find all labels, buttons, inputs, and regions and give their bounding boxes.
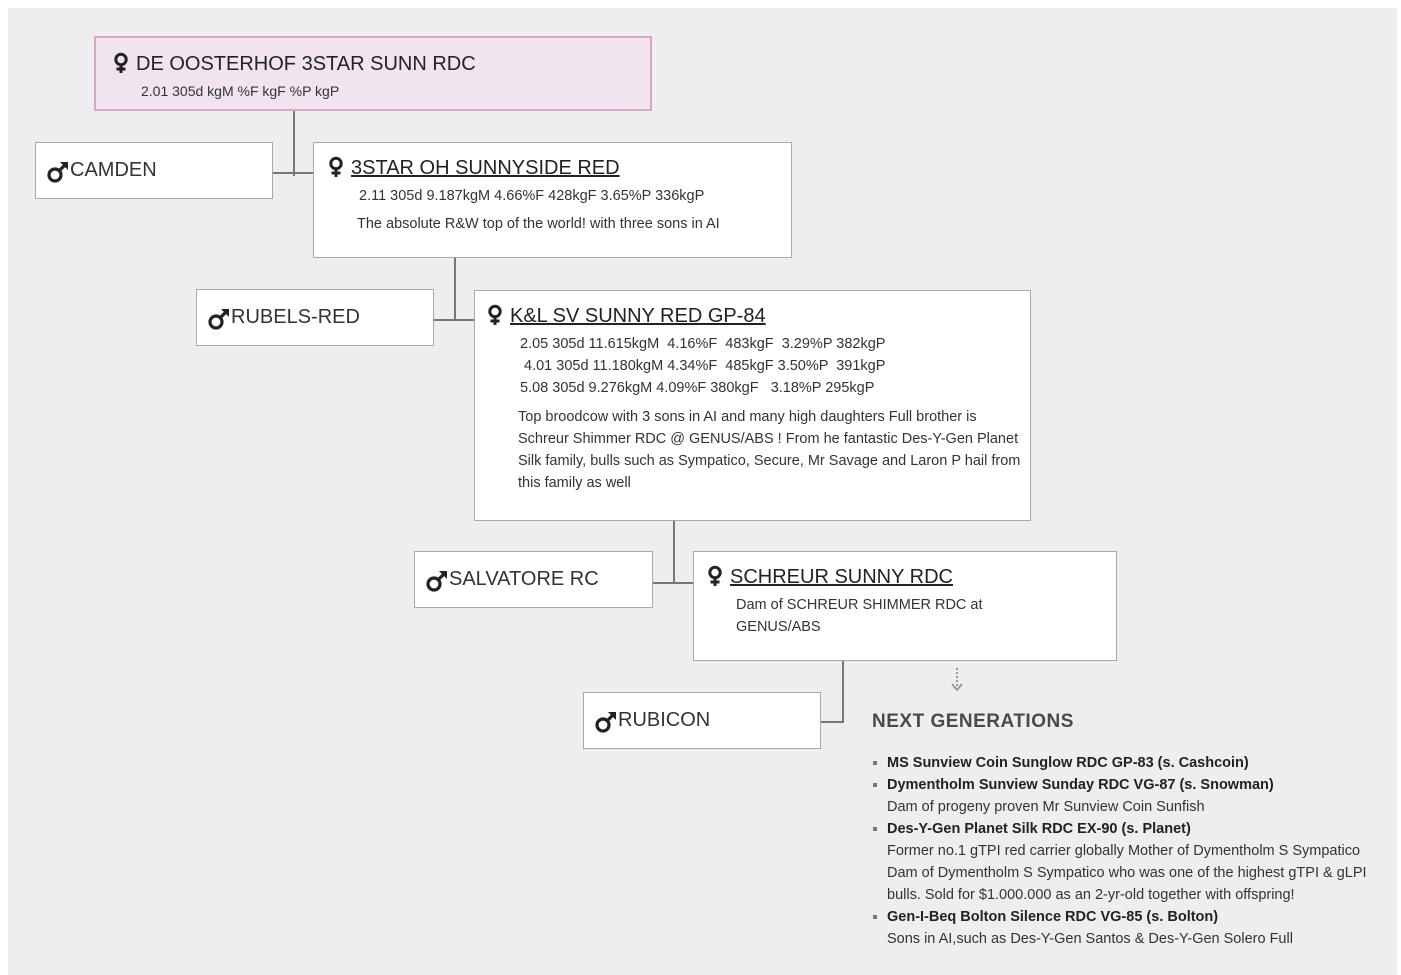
connector — [454, 258, 456, 321]
connector — [293, 110, 295, 176]
root-animal-card[interactable]: DE OOSTERHOF 3STAR SUNN RDC 2.01 305d kg… — [94, 36, 652, 111]
male-symbol-icon — [207, 307, 230, 330]
dam-stats: 2.11 305d 9.187kgM 4.66%F 428kgF 3.65%P … — [359, 188, 705, 204]
list-item: MS Sunview Coin Sunglow RDC GP-83 (s. Ca… — [872, 752, 1382, 774]
female-symbol-icon — [327, 156, 345, 178]
dam-note: Top broodcow with 3 sons in AI and many … — [518, 409, 1021, 491]
descendant-note: Former no.1 gTPI red carrier globally Mo… — [887, 843, 1367, 903]
connector — [820, 721, 844, 723]
list-item: Des-Y-Gen Planet Silk RDC EX-90 (s. Plan… — [872, 818, 1382, 906]
sire-name: RUBICON — [618, 709, 711, 731]
dam-stats-lactation-1: 2.05 305d 11.615kgM 4.16%F 483kgF 3.29%P… — [520, 336, 886, 352]
dam-card-schreur-sunny[interactable]: SCHREUR SUNNY RDC Dam of SCHREUR SHIMMER… — [693, 551, 1117, 661]
male-symbol-icon — [425, 569, 448, 592]
sire-card-rubicon[interactable]: RUBICON — [583, 692, 821, 749]
descendant-note: Dam of progeny proven Mr Sunview Coin Su… — [887, 799, 1205, 815]
dam-stats-lactation-3: 5.08 305d 9.276kgM 4.09%F 380kgF 3.18%P … — [520, 380, 875, 396]
descendant-note: Sons in AI,such as Des-Y-Gen Santos & De… — [887, 931, 1293, 947]
root-stats: 2.01 305d kgM %F kgF %P kgP — [141, 83, 340, 99]
dam-name-link[interactable]: 3STAR OH SUNNYSIDE RED — [351, 157, 620, 179]
dam-name-link[interactable]: K&L SV SUNNY RED GP-84 — [510, 305, 766, 327]
dam-note: Dam of SCHREUR SHIMMER RDC at GENUS/ABS — [736, 597, 983, 635]
connector — [272, 172, 314, 174]
sire-name: SALVATORE RC — [449, 568, 599, 590]
connector — [433, 319, 475, 321]
next-generations-list: MS Sunview Coin Sunglow RDC GP-83 (s. Ca… — [872, 752, 1382, 950]
connector — [673, 520, 675, 584]
dam-card-kl-sv-sunny-red[interactable]: K&L SV SUNNY RED GP-84 2.05 305d 11.615k… — [474, 290, 1031, 521]
female-symbol-icon — [706, 565, 724, 587]
sire-name: CAMDEN — [70, 159, 157, 181]
female-symbol-icon — [112, 52, 130, 74]
dashed-down-arrow-icon — [950, 668, 964, 699]
connector — [652, 582, 694, 584]
list-item: Gen-I-Beq Bolton Silence RDC VG-85 (s. B… — [872, 906, 1382, 950]
male-symbol-icon — [46, 160, 69, 183]
dam-note: The absolute R&W top of the world! with … — [357, 216, 720, 232]
descendant-name: MS Sunview Coin Sunglow RDC GP-83 (s. Ca… — [887, 755, 1249, 771]
list-item: Dymentholm Sunview Sunday RDC VG-87 (s. … — [872, 774, 1382, 818]
descendant-name: Dymentholm Sunview Sunday RDC VG-87 (s. … — [887, 777, 1274, 793]
sire-card-rubels-red[interactable]: RUBELS-RED — [196, 289, 434, 346]
descendant-name: Gen-I-Beq Bolton Silence RDC VG-85 (s. B… — [887, 909, 1219, 925]
female-symbol-icon — [486, 304, 504, 326]
dam-stats-lactation-2: 4.01 305d 11.180kgM 4.34%F 485kgF 3.50%P… — [524, 358, 886, 374]
root-animal-name: DE OOSTERHOF 3STAR SUNN RDC — [136, 53, 476, 75]
male-symbol-icon — [594, 710, 617, 733]
sire-card-salvatore[interactable]: SALVATORE RC — [414, 551, 653, 608]
pedigree-canvas: DE OOSTERHOF 3STAR SUNN RDC 2.01 305d kg… — [8, 8, 1397, 975]
connector — [842, 661, 844, 723]
dam-card-sunnyside[interactable]: 3STAR OH SUNNYSIDE RED 2.11 305d 9.187kg… — [313, 142, 792, 258]
dam-name-link[interactable]: SCHREUR SUNNY RDC — [730, 566, 953, 588]
sire-card-camden[interactable]: CAMDEN — [35, 142, 273, 199]
next-generations-heading: NEXT GENERATIONS — [872, 711, 1074, 732]
sire-name: RUBELS-RED — [231, 306, 360, 328]
descendant-name: Des-Y-Gen Planet Silk RDC EX-90 (s. Plan… — [887, 821, 1191, 837]
